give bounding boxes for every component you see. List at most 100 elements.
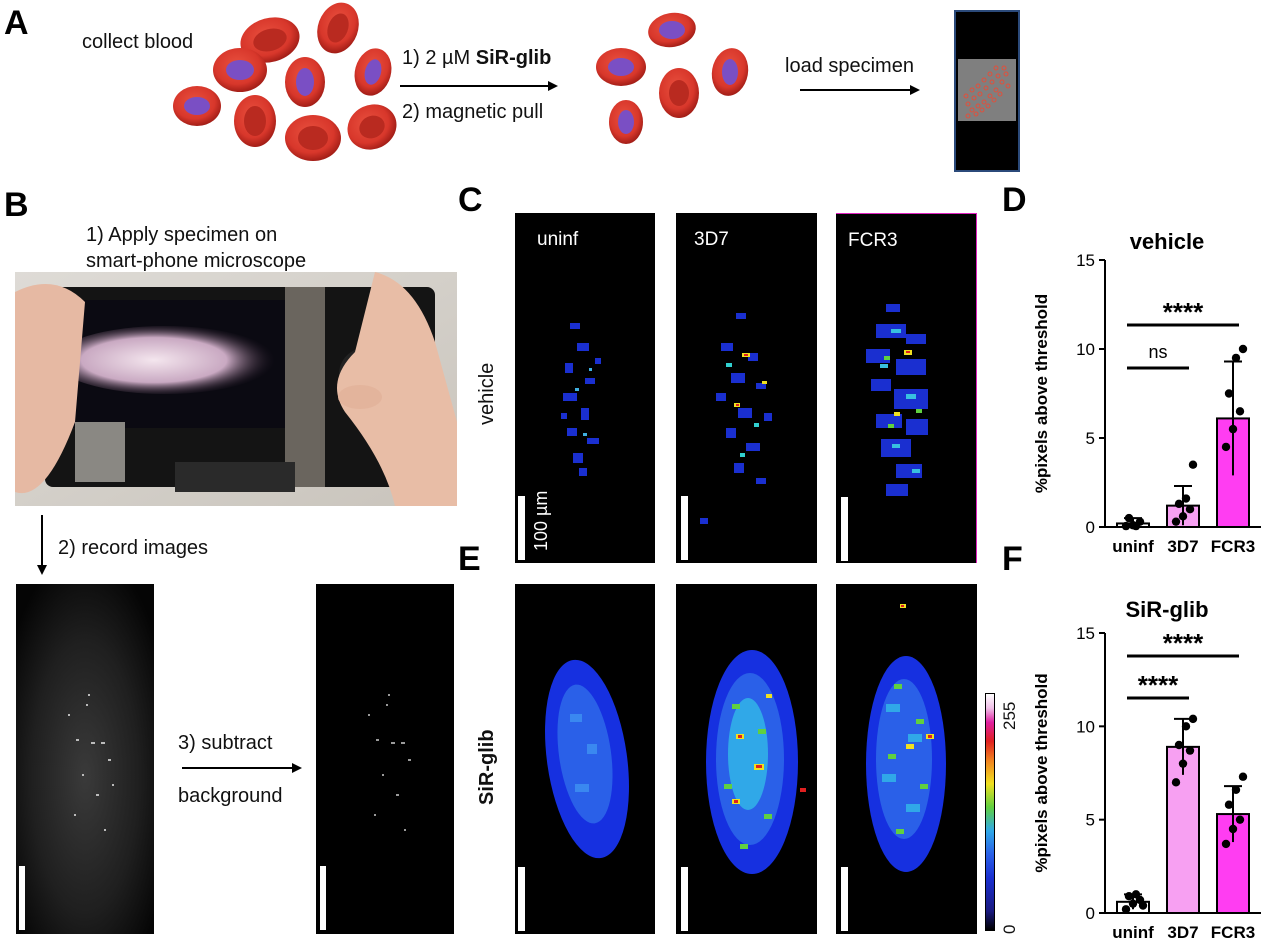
data-point	[1178, 759, 1188, 768]
chart-title: SiR-glib	[1125, 597, 1208, 622]
significance-label: ****	[1138, 670, 1179, 700]
y-tick-label: 0	[1086, 518, 1095, 537]
slide-illustration	[954, 10, 1020, 172]
y-tick-label: 0	[1086, 904, 1095, 923]
data-point	[1121, 905, 1131, 914]
data-point	[1181, 722, 1191, 731]
data-point	[1174, 499, 1184, 509]
data-point	[1131, 521, 1141, 531]
y-tick-label: 15	[1076, 624, 1095, 643]
sirglib-fcr3-image	[836, 584, 977, 934]
vehicle-fcr3-image: FCR3	[836, 213, 977, 563]
data-point	[1188, 460, 1198, 469]
col-label-3d7: 3D7	[694, 229, 729, 250]
step1-reagent: SiR-glib	[475, 47, 552, 69]
step1-prefix: 1) 2 µM	[402, 47, 476, 69]
data-point	[1181, 494, 1191, 503]
scale-bar-e3	[841, 867, 848, 931]
y-tick-label: 10	[1076, 340, 1095, 359]
collect-blood-text: collect blood	[82, 31, 194, 53]
arrow-b-down	[37, 515, 47, 575]
rbc-1	[240, 17, 300, 63]
scale-bar-e1	[518, 867, 525, 931]
data-point	[1188, 714, 1198, 724]
panel-f-label: F	[1002, 540, 1023, 578]
rbc-infected-4	[173, 86, 221, 126]
load-specimen-text: load specimen	[785, 55, 914, 77]
colorbar	[985, 693, 995, 931]
x-tick-label: uninf	[1112, 923, 1154, 939]
step1-text: 1) 2 µM SiR-glib	[402, 48, 551, 68]
chart-title: vehicle	[1130, 229, 1205, 254]
chart-vehicle: vehicle%pixels above threshold051015unin…	[1032, 229, 1261, 556]
data-point	[1171, 517, 1181, 526]
sirglib-uninf-image	[515, 584, 655, 934]
arrow-a1	[400, 81, 558, 91]
rbc-infected-1	[213, 48, 267, 92]
rbc-2	[317, 2, 359, 54]
data-point	[1124, 513, 1134, 523]
col-label-uninf: uninf	[537, 229, 579, 250]
sirglib-3d7-image	[676, 584, 817, 934]
data-point	[1124, 892, 1134, 901]
data-point	[1228, 424, 1238, 434]
rbc-5	[347, 104, 397, 150]
scale-bar-c	[518, 496, 525, 560]
data-point	[1174, 740, 1184, 750]
data-point	[1238, 772, 1248, 781]
subtracted-image	[316, 584, 454, 934]
data-point	[1185, 746, 1195, 755]
data-point	[1228, 824, 1238, 834]
panel-c-label: C	[458, 181, 483, 219]
data-point	[1221, 839, 1231, 849]
panel-b-label: B	[4, 186, 29, 224]
scale-bar-c2	[681, 496, 688, 560]
colorbar-min-label: 0	[1000, 924, 1019, 934]
y-tick-label: 5	[1086, 811, 1095, 830]
x-tick-label: FCR3	[1211, 923, 1255, 939]
rbc-infected-2	[285, 57, 325, 107]
y-axis-label: %pixels above threshold	[1032, 294, 1051, 493]
data-point	[1185, 505, 1195, 514]
raw-image	[16, 584, 154, 934]
step2-text: 2) magnetic pull	[402, 101, 544, 123]
x-tick-label: uninf	[1112, 537, 1154, 556]
panel-e-label: E	[458, 540, 481, 578]
y-tick-label: 10	[1076, 717, 1095, 736]
scale-bar-label: 100 µm	[531, 490, 551, 551]
panel-d-label: D	[1002, 181, 1027, 219]
data-point	[1231, 785, 1241, 794]
apply-line2: smart-phone microscope	[86, 250, 307, 272]
data-point	[1178, 512, 1188, 521]
subtract-line1: 3) subtract	[178, 732, 273, 754]
subtract-line2: background	[178, 785, 283, 807]
vehicle-row-label: vehicle	[476, 362, 498, 425]
data-point	[1231, 353, 1241, 363]
data-point	[1171, 778, 1181, 787]
x-tick-label: 3D7	[1167, 923, 1198, 939]
x-tick-label: 3D7	[1167, 537, 1198, 556]
colorbar-max-label: 255	[1000, 701, 1019, 730]
phone-photo	[15, 272, 457, 506]
significance-label: ****	[1163, 297, 1204, 327]
scale-bar-e2	[681, 867, 688, 931]
rbc-4	[285, 115, 341, 161]
rbc-9	[711, 48, 749, 96]
vehicle-3d7-image: 3D7	[676, 213, 817, 563]
x-tick-label: FCR3	[1211, 537, 1255, 556]
data-point	[1235, 815, 1245, 824]
data-point	[1224, 389, 1234, 398]
vehicle-uninf-image: uninf 100 µm	[515, 213, 655, 563]
arrow-a2	[800, 85, 920, 95]
chart-sirglib: SiR-glib%pixels above threshold051015uni…	[1032, 597, 1261, 939]
sir-glib-row-label: SiR-glib	[476, 729, 498, 805]
scale-bar-c3	[841, 497, 848, 561]
data-point	[1221, 442, 1231, 452]
panel-a-label: A	[4, 4, 29, 42]
y-tick-label: 15	[1076, 251, 1095, 270]
significance-label: ****	[1163, 628, 1204, 658]
rbc-10	[609, 100, 643, 144]
rbc-6	[648, 12, 696, 48]
data-point	[1131, 890, 1141, 899]
data-point	[1121, 521, 1131, 531]
